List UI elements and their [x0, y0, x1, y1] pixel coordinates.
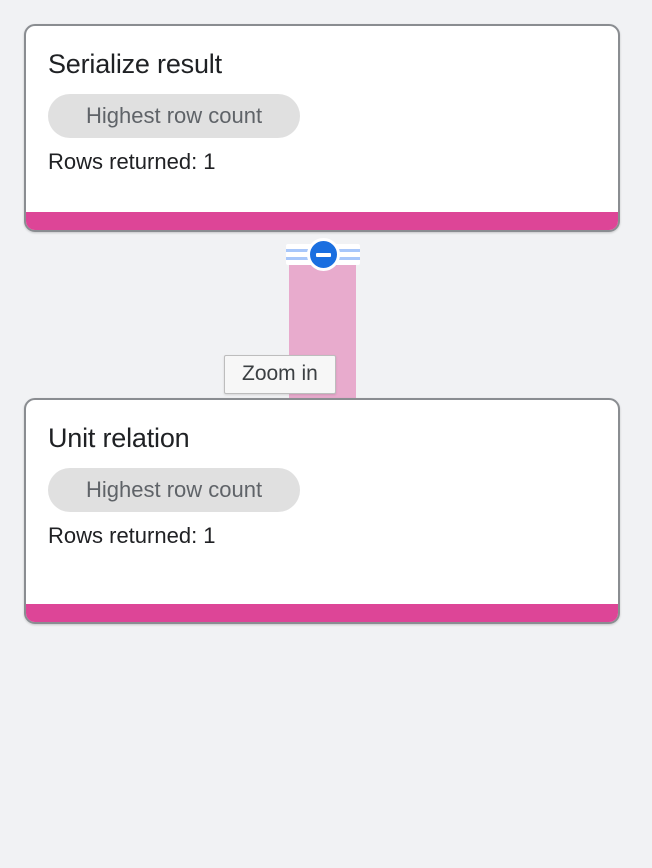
node-accent-bar [26, 604, 618, 622]
node-card-body: Serialize result Highest row count Rows … [26, 26, 618, 175]
node-card-body: Unit relation Highest row count Rows ret… [26, 400, 618, 549]
minus-circle-icon[interactable] [307, 238, 340, 271]
node-rows-returned: Rows returned: 1 [48, 149, 216, 174]
node-title: Unit relation [48, 423, 190, 453]
node-rows-returned: Rows returned: 1 [48, 523, 216, 548]
node-card-unit-relation[interactable]: Unit relation Highest row count Rows ret… [24, 398, 620, 624]
zoom-in-tooltip: Zoom in [224, 355, 336, 394]
node-chip-badge: Highest row count [48, 468, 301, 512]
node-title: Serialize result [48, 49, 222, 79]
node-chip-badge: Highest row count [48, 94, 301, 138]
node-card-serialize-result[interactable]: Serialize result Highest row count Rows … [24, 24, 620, 232]
connector-collapse-button[interactable] [286, 238, 360, 271]
minus-glyph [316, 252, 331, 257]
node-accent-bar [26, 212, 618, 230]
